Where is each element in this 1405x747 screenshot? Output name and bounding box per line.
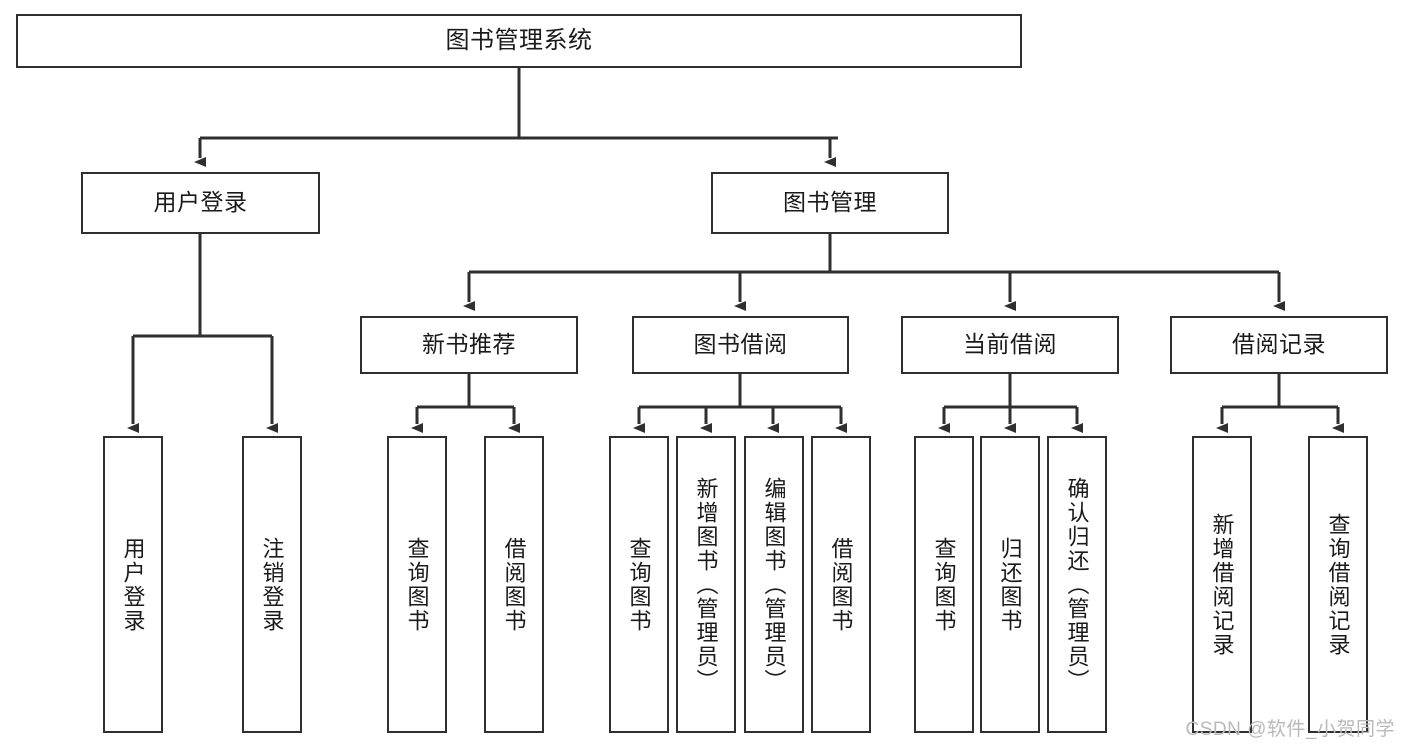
leaf-query-book-1[interactable]: 查询图书 [387,436,447,733]
node-current-borrow[interactable]: 当前借阅 [901,316,1119,374]
node-label: 确认归还（管理员） [1065,476,1089,693]
leaf-confirm-return[interactable]: 确认归还（管理员） [1047,436,1107,733]
node-label: 查询借阅记录 [1326,512,1350,657]
node-label: 借阅图书 [829,536,853,633]
leaf-add-record[interactable]: 新增借阅记录 [1192,436,1252,733]
node-root-system[interactable]: 图书管理系统 [16,14,1022,68]
node-borrow-record[interactable]: 借阅记录 [1170,316,1388,374]
node-label: 查询图书 [405,536,429,633]
leaf-return-book[interactable]: 归还图书 [980,436,1040,733]
node-label: 查询图书 [627,536,651,633]
leaf-borrow-book-2[interactable]: 借阅图书 [811,436,871,733]
node-label: 借阅记录 [1232,331,1326,358]
leaf-logout[interactable]: 注销登录 [242,436,302,733]
node-label: 编辑图书（管理员） [762,476,786,693]
node-user-login[interactable]: 用户登录 [81,172,320,234]
node-book-manage[interactable]: 图书管理 [711,172,949,234]
node-label: 当前借阅 [963,331,1057,358]
leaf-add-book[interactable]: 新增图书（管理员） [676,436,736,733]
node-label: 借阅图书 [502,536,526,633]
node-label: 用户登录 [121,536,145,633]
node-label: 注销登录 [260,536,284,633]
node-book-borrow[interactable]: 图书借阅 [632,316,849,374]
leaf-query-book-2[interactable]: 查询图书 [609,436,669,733]
node-label: 用户登录 [153,189,248,216]
node-label: 图书管理 [783,189,877,216]
node-label: 新增借阅记录 [1210,512,1234,657]
node-new-book-rec[interactable]: 新书推荐 [360,316,578,374]
leaf-query-book-3[interactable]: 查询图书 [914,436,974,733]
watermark: CSDN @软件_小贺同学 [1185,719,1395,740]
node-label: 新书推荐 [422,331,516,358]
node-label: 图书借阅 [693,331,788,358]
node-label: 新增图书（管理员） [694,476,718,693]
node-label: 归还图书 [998,536,1022,633]
node-label: 图书管理系统 [445,26,593,54]
leaf-edit-book[interactable]: 编辑图书（管理员） [744,436,804,733]
node-label: 查询图书 [932,536,956,633]
leaf-borrow-book-1[interactable]: 借阅图书 [484,436,544,733]
leaf-query-record[interactable]: 查询借阅记录 [1308,436,1368,733]
leaf-user-login[interactable]: 用户登录 [103,436,163,733]
